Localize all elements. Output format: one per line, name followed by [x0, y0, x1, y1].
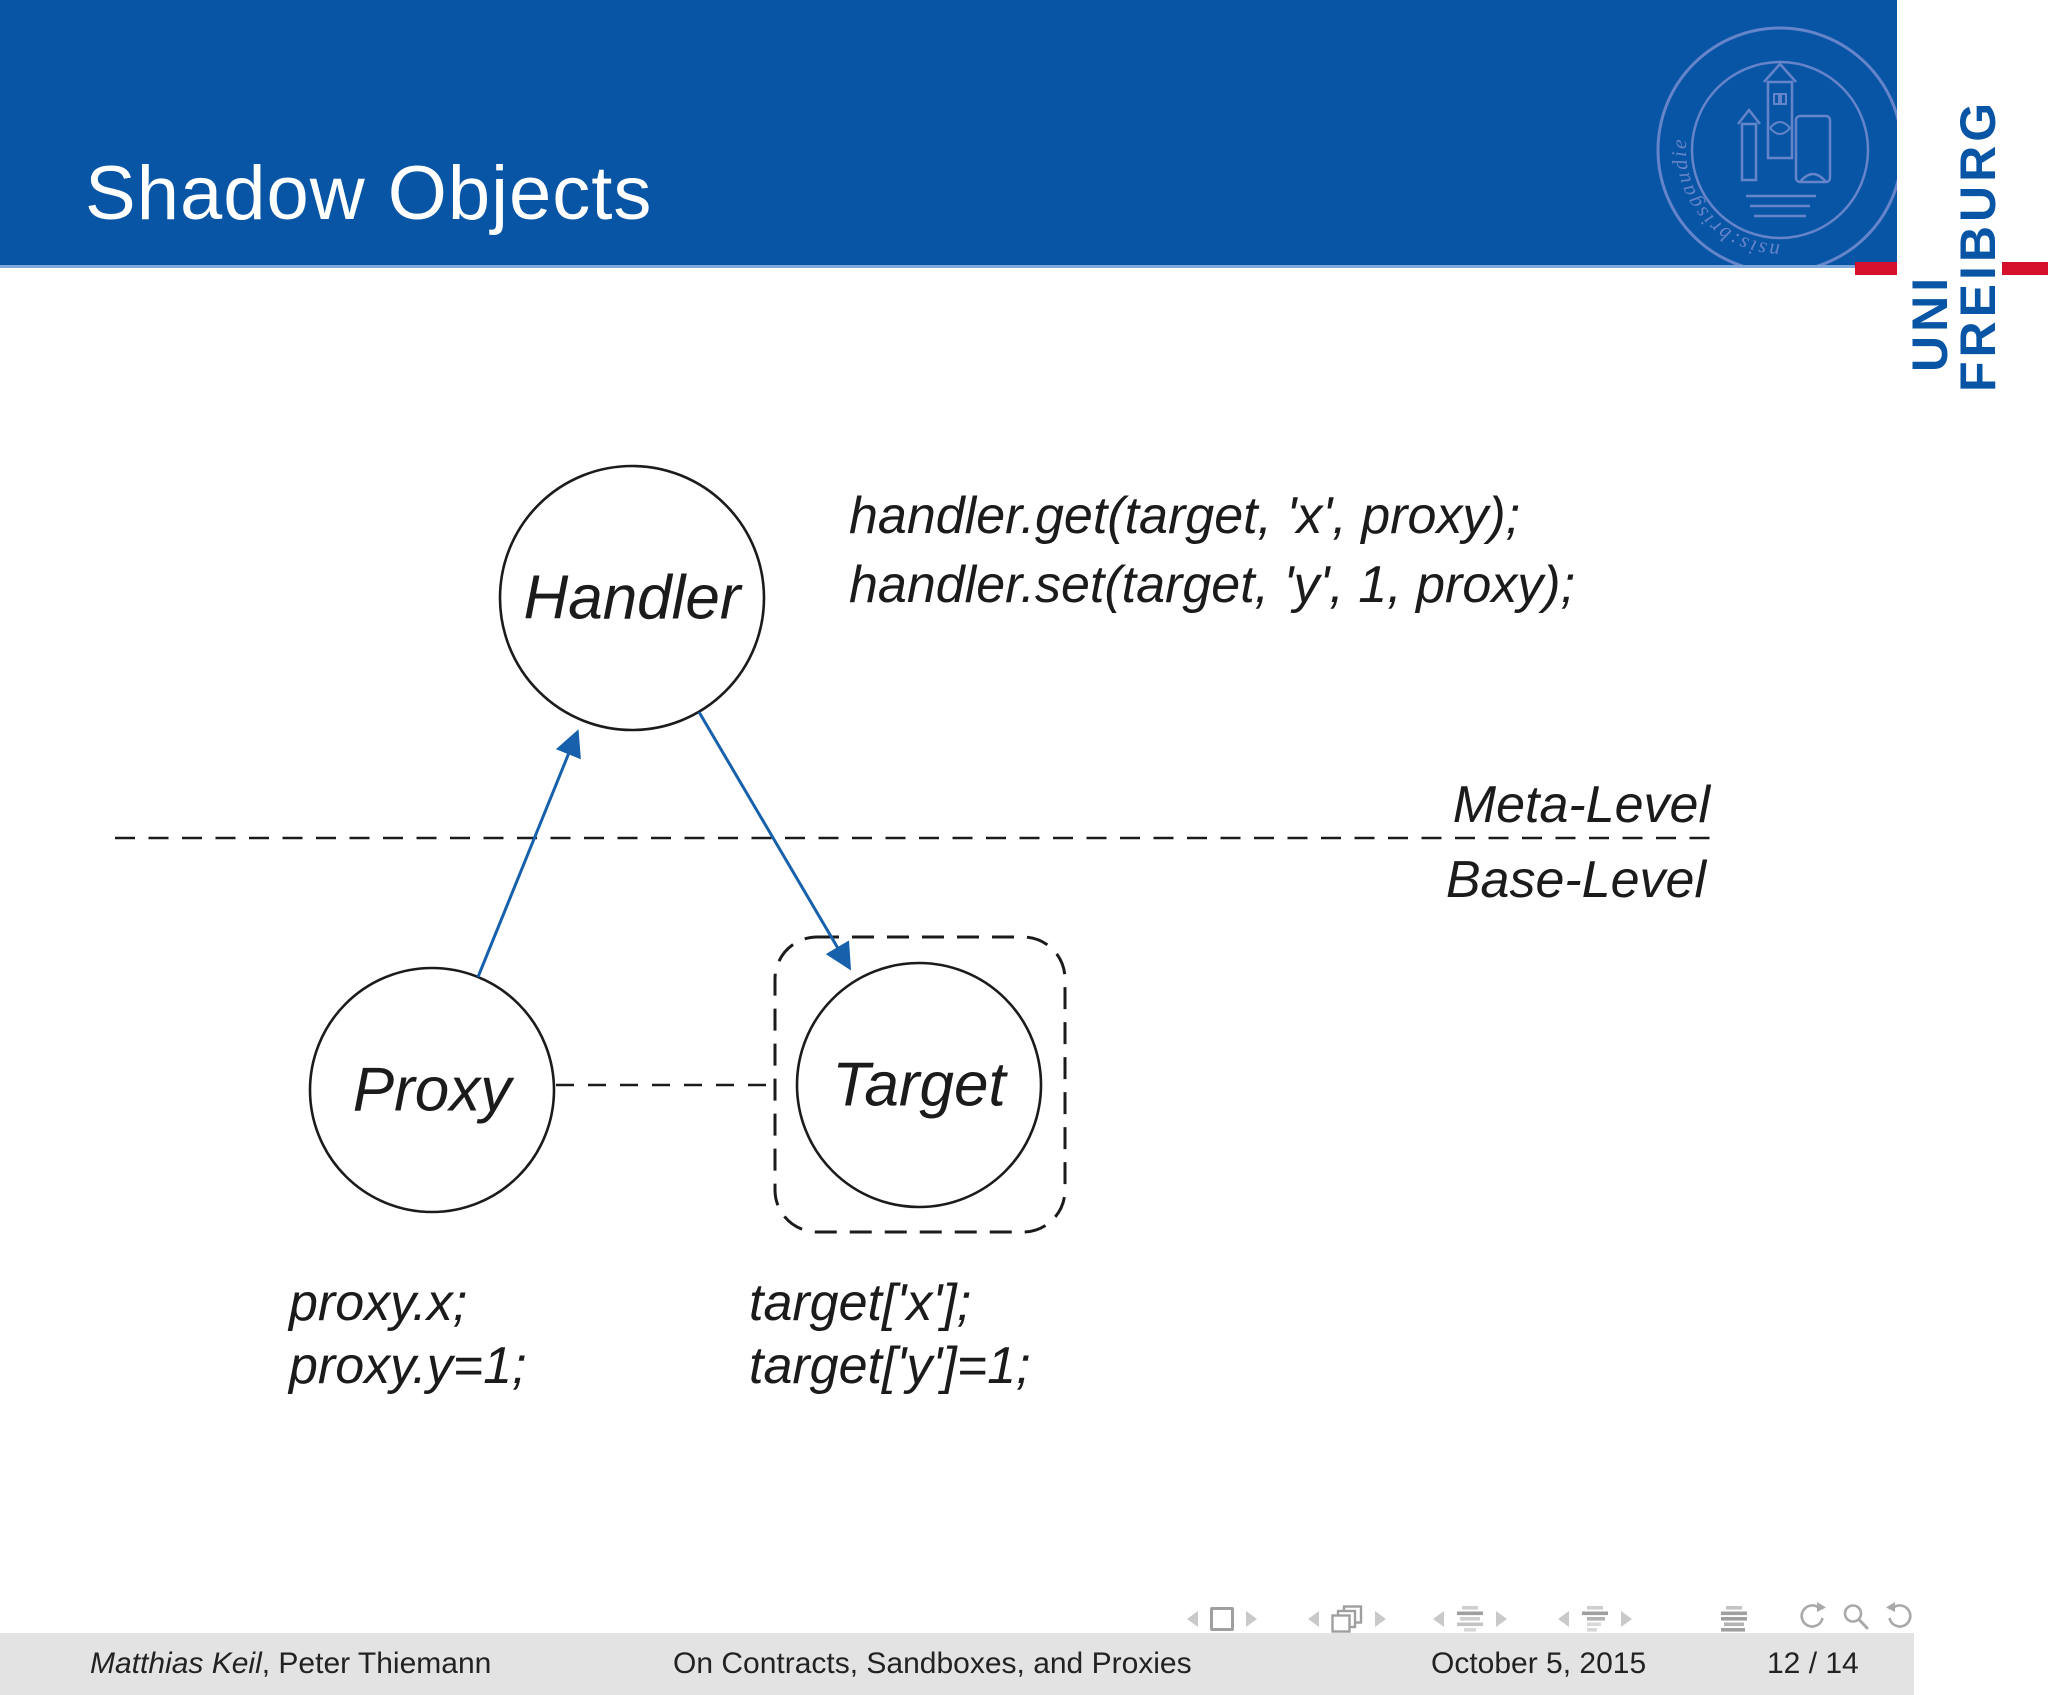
handler-to-target-arrow — [697, 711, 852, 971]
code-line: handler.set(target, 'y', 1, proxy); — [849, 556, 1576, 615]
logo-red-dash-left — [1855, 262, 1897, 275]
slide-icon[interactable] — [1210, 1607, 1234, 1631]
appendix-outline-icon[interactable] — [1720, 1606, 1748, 1632]
shadow-object-dashed-box — [773, 935, 1067, 1234]
handler-node-circle — [498, 464, 766, 732]
code-line: target['x']; — [749, 1274, 972, 1332]
next-subsection-icon[interactable] — [1621, 1611, 1632, 1627]
prev-section-icon[interactable] — [1433, 1611, 1444, 1627]
target-node-circle — [795, 961, 1043, 1209]
proxy-node-label: Proxy — [352, 1055, 512, 1125]
handler-trap-code: handler.get(target, 'x', proxy); handler… — [849, 482, 1575, 620]
redo-icon[interactable] — [1884, 1601, 1916, 1633]
code-line: handler.get(target, 'x', proxy); — [849, 487, 1521, 545]
next-section-icon[interactable] — [1496, 1611, 1507, 1627]
next-slide-icon[interactable] — [1246, 1611, 1257, 1627]
footer-author-primary: Matthias Keil — [90, 1647, 262, 1680]
nav-section-group — [1433, 1604, 1507, 1634]
proxy-access-code: proxy.x; proxy.y=1; — [289, 1272, 526, 1399]
footer-authors: Matthias Keil, Peter Thiemann — [90, 1647, 491, 1681]
nav-appendix-group — [1720, 1604, 1748, 1634]
base-level-label: Base-Level — [1445, 851, 1706, 909]
footer-date: October 5, 2015 — [1431, 1647, 1647, 1680]
frames-icon[interactable] — [1331, 1605, 1363, 1633]
subsection-outline-icon[interactable] — [1581, 1606, 1609, 1632]
undo-icon[interactable] — [1796, 1601, 1828, 1633]
code-line: target['y']=1; — [749, 1337, 1031, 1396]
target-node-label: Target — [832, 1050, 1006, 1120]
code-line: proxy.x; — [289, 1274, 468, 1332]
search-icon[interactable] — [1841, 1602, 1871, 1632]
nav-slide-group — [1187, 1604, 1257, 1634]
next-frame-icon[interactable] — [1375, 1611, 1386, 1627]
proxy-node-circle — [308, 966, 556, 1214]
prev-frame-icon[interactable] — [1308, 1611, 1319, 1627]
slide-header: Shadow Objects nsis:brisgaudie — [0, 0, 1897, 268]
handler-node-label: Handler — [523, 563, 741, 633]
meta-level-label: Meta-Level — [1452, 776, 1710, 834]
nav-frame-group — [1308, 1604, 1386, 1634]
footer-author-secondary: , Peter Thiemann — [261, 1647, 492, 1680]
prev-slide-icon[interactable] — [1187, 1611, 1198, 1627]
code-line: proxy.y=1; — [289, 1337, 527, 1396]
footer-page-number: 12 / 14 — [1767, 1647, 1859, 1680]
university-seal-icon: nsis:brisgaudie — [1656, 26, 1897, 265]
logo-red-dash-right — [2002, 262, 2048, 275]
nav-history-group — [1796, 1602, 1916, 1632]
nav-subsection-group — [1558, 1604, 1632, 1634]
section-outline-icon[interactable] — [1456, 1606, 1484, 1632]
target-access-code: target['x']; target['y']=1; — [749, 1272, 1030, 1399]
footer-talk-title: On Contracts, Sandboxes, and Proxies — [673, 1647, 1192, 1680]
slide-footer: Matthias Keil, Peter Thiemann On Contrac… — [0, 1633, 1914, 1695]
page-title: Shadow Objects — [85, 151, 653, 236]
proxy-to-handler-arrow — [476, 729, 581, 978]
prev-subsection-icon[interactable] — [1558, 1611, 1569, 1627]
